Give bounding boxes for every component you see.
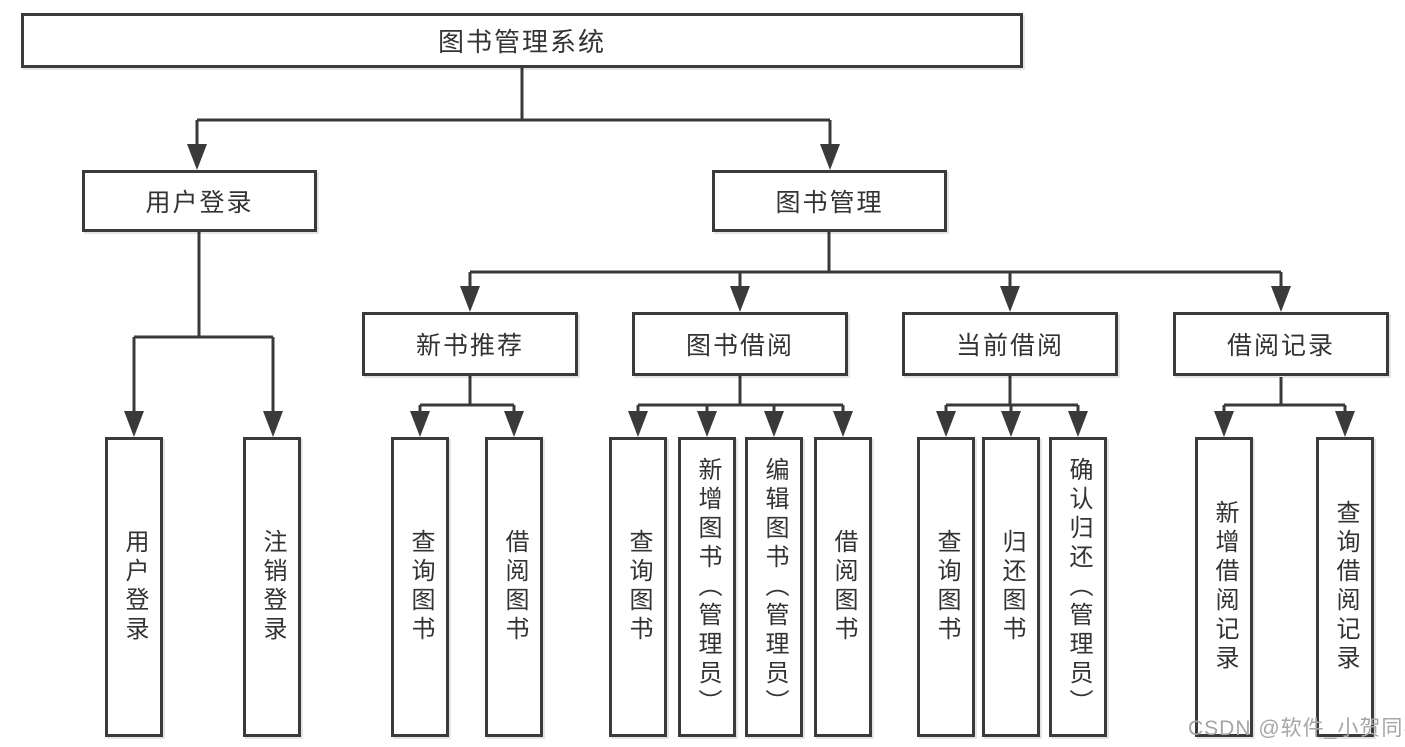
node-root-system: 图书管理系统 (21, 13, 1023, 68)
leaf-label: 查询图书 (407, 529, 434, 645)
leaf-label: 新增图书（管理员） (694, 456, 721, 718)
leaf-confirm-return-admin: 确认归还（管理员） (1049, 437, 1107, 737)
node-new-book-recommend: 新书推荐 (362, 312, 578, 376)
node-book-borrow: 图书借阅 (632, 312, 848, 376)
arrowhead (764, 411, 784, 437)
connector-new-book-group (418, 376, 516, 415)
arrowhead (460, 286, 480, 312)
arrowhead (833, 411, 853, 437)
arrowhead (697, 411, 717, 437)
arrowhead (936, 411, 956, 437)
leaf-borrow-books-2: 借阅图书 (814, 437, 872, 737)
arrowhead (628, 411, 648, 437)
leaf-label: 查询图书 (625, 529, 652, 645)
leaf-label: 查询图书 (933, 529, 960, 645)
connector-current-borrow-group (944, 376, 1080, 415)
leaf-label: 注销登录 (259, 529, 286, 645)
arrowhead (1000, 286, 1020, 312)
leaf-add-books-admin: 新增图书（管理员） (678, 437, 736, 737)
leaf-label: 确认归还（管理员） (1065, 456, 1092, 718)
leaf-label: 借阅图书 (501, 529, 528, 645)
arrowhead (410, 411, 430, 437)
arrowhead (1068, 411, 1088, 437)
leaf-add-borrow-record: 新增借阅记录 (1195, 437, 1253, 737)
connector-root-to-level2 (195, 68, 832, 148)
arrowhead (1271, 286, 1291, 312)
leaf-logout: 注销登录 (243, 437, 301, 737)
leaf-label: 查询借阅记录 (1332, 500, 1359, 674)
leaf-label: 编辑图书（管理员） (761, 456, 788, 718)
node-user-login: 用户登录 (82, 170, 317, 232)
arrowhead (263, 411, 283, 437)
arrowhead (820, 144, 840, 170)
connector-user-login-group (132, 232, 275, 415)
node-current-borrow: 当前借阅 (902, 312, 1118, 376)
arrowhead (187, 144, 207, 170)
leaf-borrow-books-1: 借阅图书 (485, 437, 543, 737)
connector-book-borrow-group (636, 376, 845, 415)
leaf-label: 借阅图书 (830, 529, 857, 645)
node-book-management: 图书管理 (712, 170, 947, 232)
leaf-label: 归还图书 (998, 529, 1025, 645)
connector-borrow-records-group (1222, 377, 1347, 415)
leaf-query-books-2: 查询图书 (609, 437, 667, 737)
leaf-query-books-1: 查询图书 (391, 437, 449, 737)
connector-book-mgmt-to-level3 (468, 232, 1283, 290)
arrowhead (504, 411, 524, 437)
leaf-return-books: 归还图书 (982, 437, 1040, 737)
arrowhead (124, 411, 144, 437)
leaf-query-books-3: 查询图书 (917, 437, 975, 737)
leaf-label: 用户登录 (121, 529, 148, 645)
arrowhead (1001, 411, 1021, 437)
leaf-query-borrow-record: 查询借阅记录 (1316, 437, 1374, 737)
csdn-watermark: CSDN @软件_小贺同学 (1188, 717, 1405, 740)
leaf-edit-books-admin: 编辑图书（管理员） (745, 437, 803, 737)
leaf-user-login: 用户登录 (105, 437, 163, 737)
node-borrow-records: 借阅记录 (1173, 312, 1389, 376)
arrowhead (1214, 411, 1234, 437)
leaf-label: 新增借阅记录 (1211, 500, 1238, 674)
arrowhead (730, 286, 750, 312)
arrowhead (1335, 411, 1355, 437)
